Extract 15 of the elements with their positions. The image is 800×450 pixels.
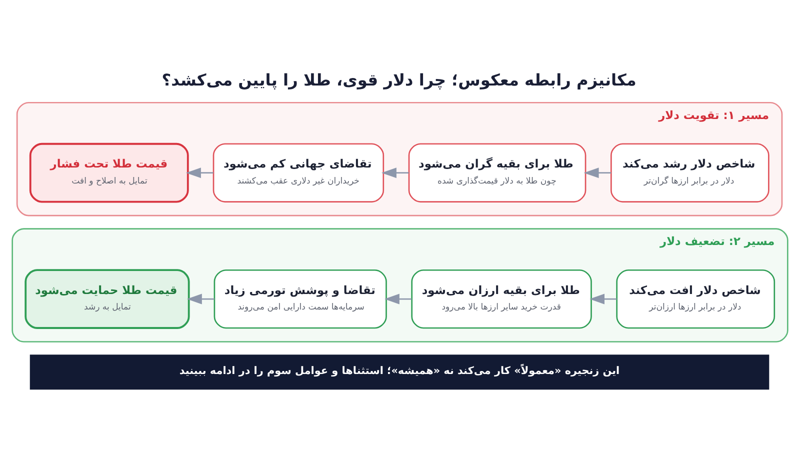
arrow: [186, 167, 214, 178]
diagram-title: مکانیزم رابطه معکوس؛ چرا دلار قوی، طلا را پایین می‌کشد؟: [162, 70, 636, 90]
node-box: طلا برای بقیه گران می‌شود چون طلا به دلار قیمت‌گذاری شده: [408, 142, 586, 202]
arrow: [384, 293, 412, 304]
node-box: قیمت طلا تحت فشار تمایل به اصلاح و افت: [29, 142, 189, 202]
arrow: [589, 293, 617, 304]
node-box: تقاضای جهانی کم می‌شود خریداران غیر دلاری عقب می‌کشند: [212, 142, 384, 202]
arrow: [186, 293, 214, 304]
node-box: شاخص دلار افت می‌کند دلار در برابر ارزها ارزان‌تر: [616, 268, 776, 328]
node-box: شاخص دلار رشد می‌کند دلار در برابر ارزها گران‌تر: [610, 142, 770, 202]
node-box: تقاضا و پوشش تورمی زیاد سرمایه‌ها سمت دارایی امن می‌روند: [214, 268, 387, 328]
arrow: [584, 167, 612, 178]
node-box: قیمت طلا حمایت می‌شود تمایل به رشد: [24, 268, 190, 328]
node-box: طلا برای بقیه ارزان می‌شود قدرت خرید سایر ارزها بالا می‌رود: [411, 268, 592, 328]
arrow: [381, 167, 409, 178]
